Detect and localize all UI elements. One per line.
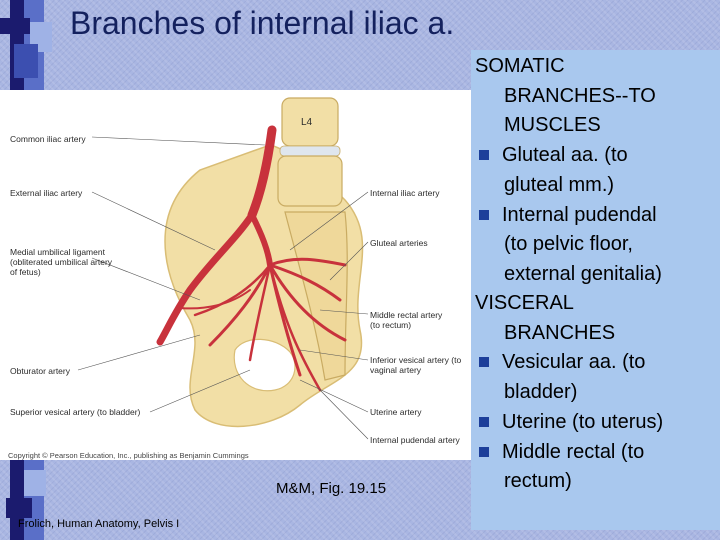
- pelvic-foramen: [233, 338, 296, 392]
- pelvis-artery-illustration: [77, 97, 369, 440]
- slide-title: Branches of internal iliac a.: [70, 5, 455, 41]
- bullet-icon: [479, 357, 489, 367]
- item-internal-pudendal-2: (to pelvic floor,: [504, 233, 633, 255]
- item-internal-pudendal: Internal pudendal: [502, 204, 657, 226]
- bullet-icon: [479, 447, 489, 457]
- bullet-icon: [479, 417, 489, 427]
- label-vertebra-l4: L4: [301, 117, 313, 128]
- bullet-icon: [479, 210, 489, 220]
- label-uterine-artery: Uterine artery: [370, 407, 422, 417]
- label-external-iliac-artery: External iliac artery: [10, 188, 83, 198]
- item-vesicular: Vesicular aa. (to: [502, 351, 646, 373]
- common-iliac-artery: [247, 125, 277, 220]
- heading-visceral-2: BRANCHES: [504, 322, 616, 344]
- internal-iliac-artery: [249, 212, 273, 268]
- item-middle-rectal-2: rectum): [504, 470, 572, 492]
- item-vesicular-2: bladder): [504, 381, 578, 403]
- label-leader-lines: [77, 136, 369, 440]
- heading-somatic: SOMATIC: [475, 55, 565, 77]
- label-vaginal-artery: vaginal artery: [370, 365, 422, 375]
- label-middle-rectal-artery: Middle rectal artery: [370, 310, 443, 320]
- label-obturator-artery: Obturator artery: [10, 366, 70, 376]
- label-middle-rectal-artery-2: (to rectum): [370, 320, 412, 330]
- figure-reference: M&M, Fig. 19.15: [276, 480, 387, 497]
- label-superior-vesical-artery: Superior vesical artery (to bladder): [10, 407, 141, 417]
- heading-visceral: VISCERAL: [475, 292, 574, 314]
- label-medial-umbilical-ligament-3: of fetus): [10, 267, 41, 277]
- bullet-icon: [479, 150, 489, 160]
- item-internal-pudendal-3: external genitalia): [504, 263, 662, 285]
- label-gluteal-arteries: Gluteal arteries: [370, 238, 428, 248]
- label-internal-pudendal-artery: Internal pudendal artery: [370, 435, 460, 445]
- label-inferior-vesical-artery: Inferior vesical artery (to: [370, 355, 462, 365]
- heading-somatic-2: BRANCHES--TO: [504, 85, 656, 107]
- vertebra-l5: [277, 155, 343, 207]
- anatomy-figure: Common iliac artery External iliac arter…: [0, 90, 474, 460]
- external-iliac-artery: [156, 211, 256, 346]
- item-middle-rectal: Middle rectal (to: [502, 441, 645, 463]
- slide-footer: Frolich, Human Anatomy, Pelvis I: [18, 518, 180, 530]
- intervertebral-disc: [279, 145, 341, 157]
- text-panel: SOMATIC BRANCHES--TO MUSCLES Gluteal aa.…: [471, 50, 720, 530]
- figure-copyright: Copyright © Pearson Education, Inc., pub…: [8, 451, 249, 460]
- item-uterine: Uterine (to uterus): [502, 411, 664, 433]
- heading-somatic-3: MUSCLES: [504, 114, 601, 136]
- item-gluteal-2: gluteal mm.): [504, 174, 615, 196]
- label-internal-iliac-artery: Internal iliac artery: [370, 188, 440, 198]
- label-medial-umbilical-ligament: Medial umbilical ligament: [10, 247, 105, 257]
- item-gluteal: Gluteal aa. (to: [502, 144, 628, 166]
- artery-tree: [156, 125, 347, 392]
- label-common-iliac-artery: Common iliac artery: [10, 134, 86, 144]
- label-medial-umbilical-ligament-2: (obliterated umbilical artery: [10, 257, 113, 267]
- sacrum: [284, 211, 348, 381]
